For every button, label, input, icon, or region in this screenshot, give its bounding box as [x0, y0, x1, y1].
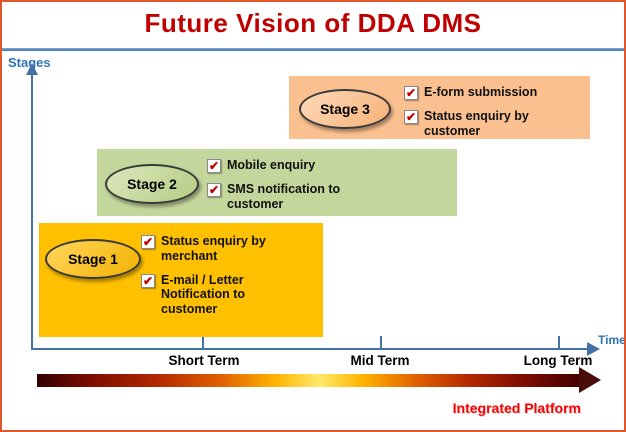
y-axis — [31, 74, 33, 350]
stage-item-label: E-mail / Letter Notification to customer — [161, 272, 246, 317]
list-item: ✔ E-mail / Letter Notification to custom… — [141, 273, 279, 317]
stage-2-label: Stage 2 — [127, 176, 177, 192]
stage-1-label: Stage 1 — [68, 251, 118, 267]
x-axis-arrow-icon — [587, 342, 600, 356]
stage-2-checklist: ✔ Mobile enquiry ✔ SMS notification to c… — [207, 158, 377, 212]
tick-short-term — [202, 336, 204, 348]
stage-3-box: Stage 3 ✔ E-form submission ✔ Status enq… — [289, 76, 590, 139]
stage-3-label: Stage 3 — [320, 101, 370, 117]
x-axis-label: Time — [598, 333, 626, 347]
list-item: ✔ E-form submission — [404, 85, 574, 100]
stage-3-oval: Stage 3 — [299, 89, 391, 129]
title-divider — [2, 48, 624, 51]
page-title: Future Vision of DDA DMS — [144, 8, 482, 38]
checkbox-icon: ✔ — [404, 86, 418, 100]
list-item: ✔ Status enquiry by merchant — [141, 234, 279, 264]
stage-item-label: SMS notification to customer — [227, 182, 341, 211]
x-axis — [31, 348, 589, 350]
tick-label-short-term: Short Term — [168, 353, 240, 368]
checkbox-icon: ✔ — [207, 159, 221, 173]
list-item: ✔ SMS notification to customer — [207, 182, 377, 212]
stage-1-box: Stage 1 ✔ Status enquiry by merchant ✔ E… — [39, 223, 323, 337]
tick-label-long-term: Long Term — [523, 353, 593, 368]
stage-item-label: Mobile enquiry — [227, 158, 316, 172]
tick-long-term — [558, 336, 560, 348]
list-item: ✔ Mobile enquiry — [207, 158, 377, 173]
arrow-head-icon — [579, 367, 601, 393]
stage-1-oval: Stage 1 — [45, 239, 141, 279]
checkbox-icon: ✔ — [404, 110, 418, 124]
list-item: ✔ Status enquiry by customer — [404, 109, 574, 139]
y-axis-label: Stages — [8, 55, 51, 70]
y-axis-arrow-icon — [26, 63, 38, 75]
stage-1-checklist: ✔ Status enquiry by merchant ✔ E-mail / … — [141, 234, 279, 317]
stage-2-box: Stage 2 ✔ Mobile enquiry ✔ SMS notificat… — [97, 149, 457, 216]
checkbox-icon: ✔ — [207, 183, 221, 197]
stage-item-label: E-form submission — [424, 85, 538, 99]
integrated-platform-label: Integrated Platform — [452, 400, 581, 416]
integrated-platform-arrow — [37, 374, 579, 387]
checkbox-icon: ✔ — [141, 235, 155, 249]
stage-2-oval: Stage 2 — [105, 164, 199, 204]
checkbox-icon: ✔ — [141, 273, 155, 288]
stage-3-checklist: ✔ E-form submission ✔ Status enquiry by … — [404, 85, 574, 139]
tick-mid-term — [380, 336, 382, 348]
tick-label-mid-term: Mid Term — [350, 353, 410, 368]
stage-item-label: Status enquiry by customer — [424, 109, 529, 138]
stage-item-label: Status enquiry by merchant — [161, 234, 266, 263]
